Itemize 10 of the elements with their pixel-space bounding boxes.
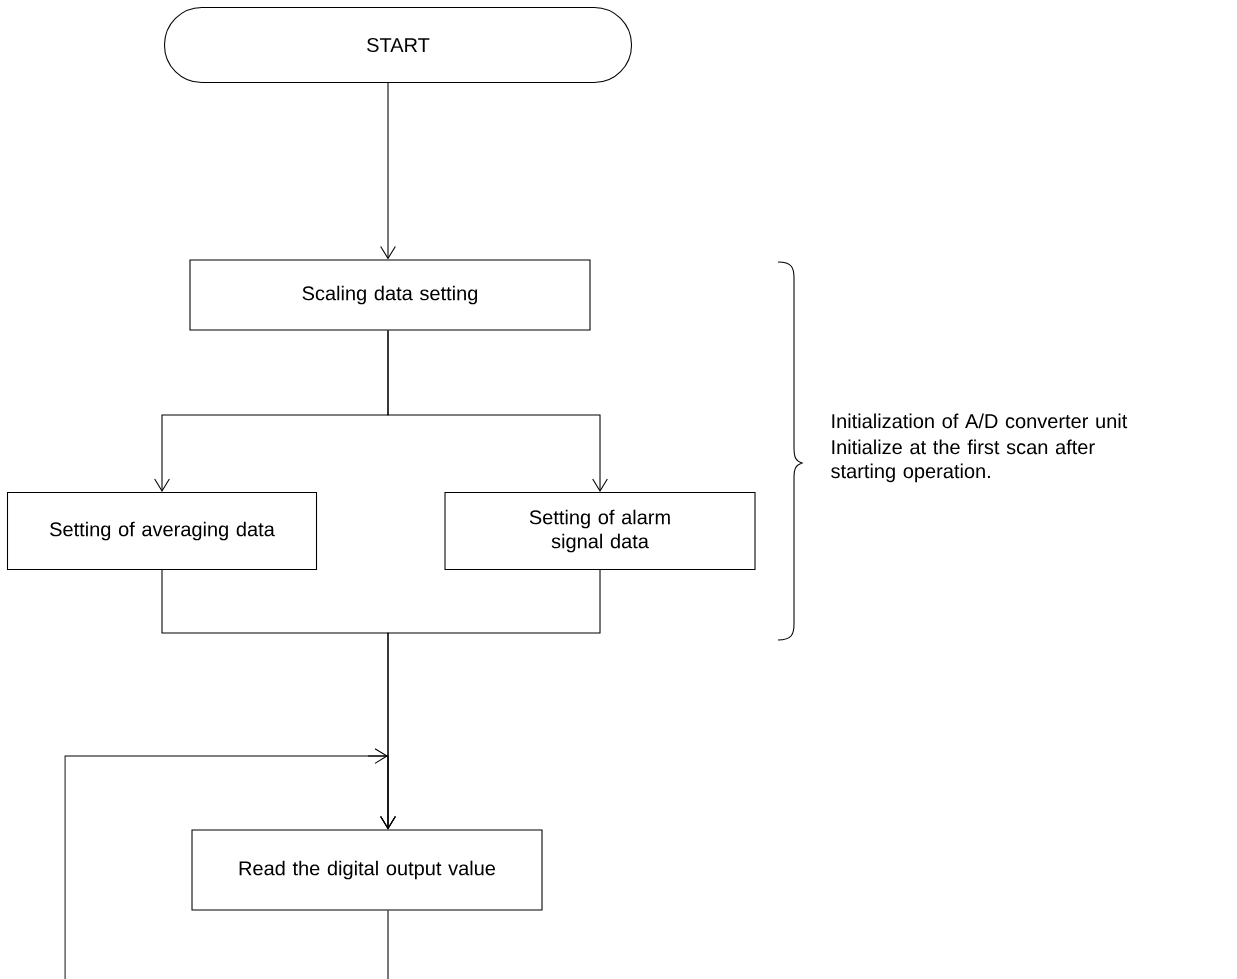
terminal-box: START <box>163 6 633 84</box>
arrow <box>64 748 396 979</box>
process-box: Setting of alarm signal data <box>444 491 756 571</box>
process-box: Setting of averaging data <box>6 491 318 571</box>
arrow <box>380 82 396 260</box>
process-box: Scaling data setting <box>189 259 591 331</box>
note-text: Initialization of A/D converter unit <box>832 413 1128 429</box>
arrow <box>387 330 608 492</box>
note-text: Initialize at the first scan after starting operation. <box>831 439 1095 483</box>
process-box: Read the digital output value <box>191 829 543 911</box>
